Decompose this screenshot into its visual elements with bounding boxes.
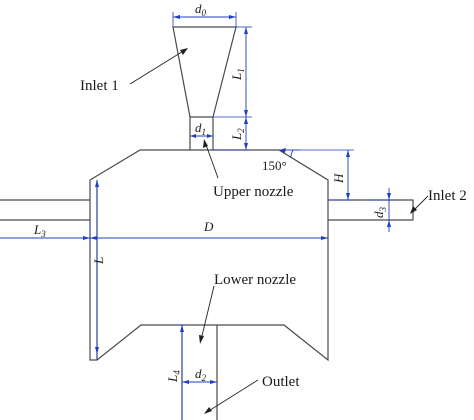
leader-lower-nozzle xyxy=(200,285,215,341)
leader-inlet1-arrow xyxy=(180,48,188,55)
dim-d2-arrow-right xyxy=(210,380,217,384)
dim-l-arrow-top xyxy=(95,180,99,187)
leader-upper-nozzle-arrow xyxy=(203,139,208,148)
dim-h-arrow-bottom xyxy=(346,193,350,200)
label-lower-nozzle: Lower nozzle xyxy=(214,272,296,288)
upper-nozzle-neck xyxy=(189,117,214,150)
leader-upper-nozzle xyxy=(204,141,219,179)
dim-d0-arrow-right xyxy=(229,15,236,19)
label-outlet: Outlet xyxy=(262,374,300,390)
dim-d0-arrow-left xyxy=(173,15,180,19)
left-pipe xyxy=(0,199,90,221)
dim-l3-text: L3 xyxy=(33,222,46,239)
leader-inlet1 xyxy=(129,49,186,85)
dim-d3-text: d3 xyxy=(371,207,388,219)
dim-l2-text: L2 xyxy=(229,128,246,141)
dim-l3-arrow-right xyxy=(83,236,90,240)
leader-inlet2-arrow xyxy=(410,206,417,214)
dim-d2-arrow-left xyxy=(182,380,189,384)
angle-text: 150° xyxy=(262,158,287,173)
dim-d3-arrow-bottom xyxy=(387,220,391,227)
dim-d1-text: d1 xyxy=(195,120,206,137)
inlet1-cone xyxy=(172,26,237,118)
dim-l1-text: L1 xyxy=(229,68,246,81)
leader-outlet xyxy=(206,379,259,413)
leader-lower-nozzle-arrow xyxy=(199,335,204,344)
dim-d2-text: d2 xyxy=(195,366,207,383)
angle-arc xyxy=(290,149,294,159)
dim-h-arrow-top xyxy=(346,150,350,157)
dim-d-arrow-left xyxy=(90,236,97,240)
dim-h-text: H xyxy=(331,173,346,184)
dim-l-arrow-bottom xyxy=(95,347,99,354)
dim-l4-arrow-top xyxy=(180,325,184,332)
dim-l4-text: L4 xyxy=(165,370,182,383)
dim-l-text: L xyxy=(91,257,106,265)
dim-d1-arrow-right xyxy=(207,134,213,138)
dim-l1-arrow-top xyxy=(244,27,248,34)
dim-d-arrow-right xyxy=(321,236,328,240)
chamber-body xyxy=(89,149,329,362)
leader-outlet-arrow xyxy=(204,407,212,414)
dim-d3-arrow-top xyxy=(387,193,391,200)
dim-d0-text: d0 xyxy=(195,1,207,18)
label-upper-nozzle: Upper nozzle xyxy=(213,184,294,200)
dim-d-text: D xyxy=(203,219,214,234)
label-inlet2: Inlet 2 xyxy=(428,188,467,204)
dim-l1-arrow-bottom xyxy=(244,110,248,117)
dim-d1-arrow-left xyxy=(190,134,196,138)
angle-arrow xyxy=(279,148,286,153)
dim-l2-arrow-bottom xyxy=(244,143,248,150)
label-inlet1: Inlet 1 xyxy=(80,78,119,94)
dim-l2-arrow-top xyxy=(244,117,248,124)
